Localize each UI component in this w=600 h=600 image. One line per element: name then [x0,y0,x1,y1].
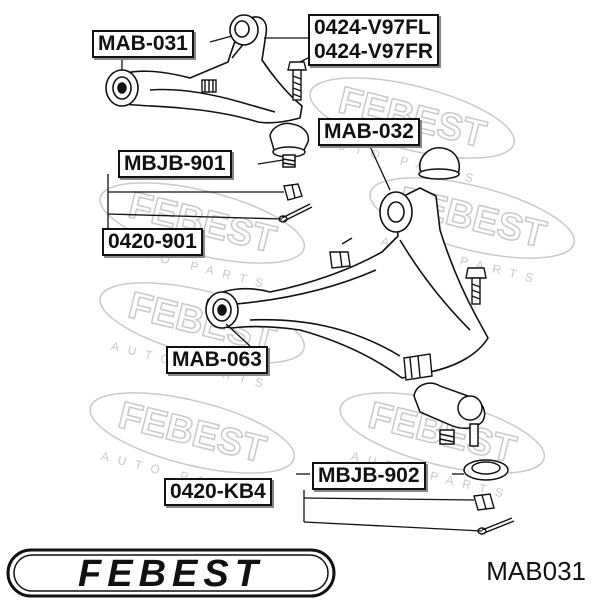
callout-0420-kb4: 0420-KB4 [164,478,272,506]
upper-arm-bushing-rear [229,14,259,46]
cam-bolt-upper [287,61,307,101]
callout-0420-kb4-text: 0420-KB4 [170,480,266,503]
callout-mab-032-text: MAB-032 [324,120,414,143]
lower-arm-bushing-rear [379,191,413,233]
watermark-center: FEBEST AUTO PARTS [99,282,306,392]
dust-boot-ring [463,459,509,481]
part-number: MAB031 [486,556,586,586]
upper-arm-rectangular-bushing [201,79,217,93]
lower-ball-joint [413,382,486,447]
callout-mbjb-902-text: MBJB-902 [318,464,420,487]
callout-mab-063-text: MAB-063 [172,348,262,371]
upper-arm-bushing-front [105,69,139,107]
cotter-pin-lower [477,517,515,535]
callout-mab-032: MAB-032 [318,118,420,146]
callout-mab-031: MAB-031 [92,30,194,58]
bolt-lower-right [465,267,487,305]
castle-nut-upper [283,183,303,201]
lower-arm-rear-block [403,353,433,381]
callout-v97fl-text: 0424-V97FL [314,16,431,39]
callout-mbjb-902: MBJB-902 [312,462,426,490]
callout-v97-pair: 0424-V97FL 0424-V97FR [308,14,440,66]
callout-mab-063: MAB-063 [166,346,268,374]
callout-mab-031-text: MAB-031 [98,32,188,55]
cotter-pin-upper [278,203,313,223]
upper-ball-joint [269,122,310,168]
febest-logo-text: FEBEST [78,553,264,595]
callout-mbjb-901-text: MBJB-901 [124,152,226,175]
bolt-lower-left [329,237,353,269]
leader-lines [107,35,483,532]
callout-0420-901-text: 0420-901 [108,230,197,253]
febest-logo: FEBEST [6,548,336,598]
castle-nut-lower [473,493,495,511]
callout-v97fr-text: 0424-V97FR [314,40,434,63]
callout-mbjb-901: MBJB-901 [118,150,232,178]
lower-control-arm [205,187,489,379]
callout-0420-901: 0420-901 [102,228,203,256]
lower-arm-bushing-front [205,291,239,329]
bump-stop-dome [418,146,460,180]
